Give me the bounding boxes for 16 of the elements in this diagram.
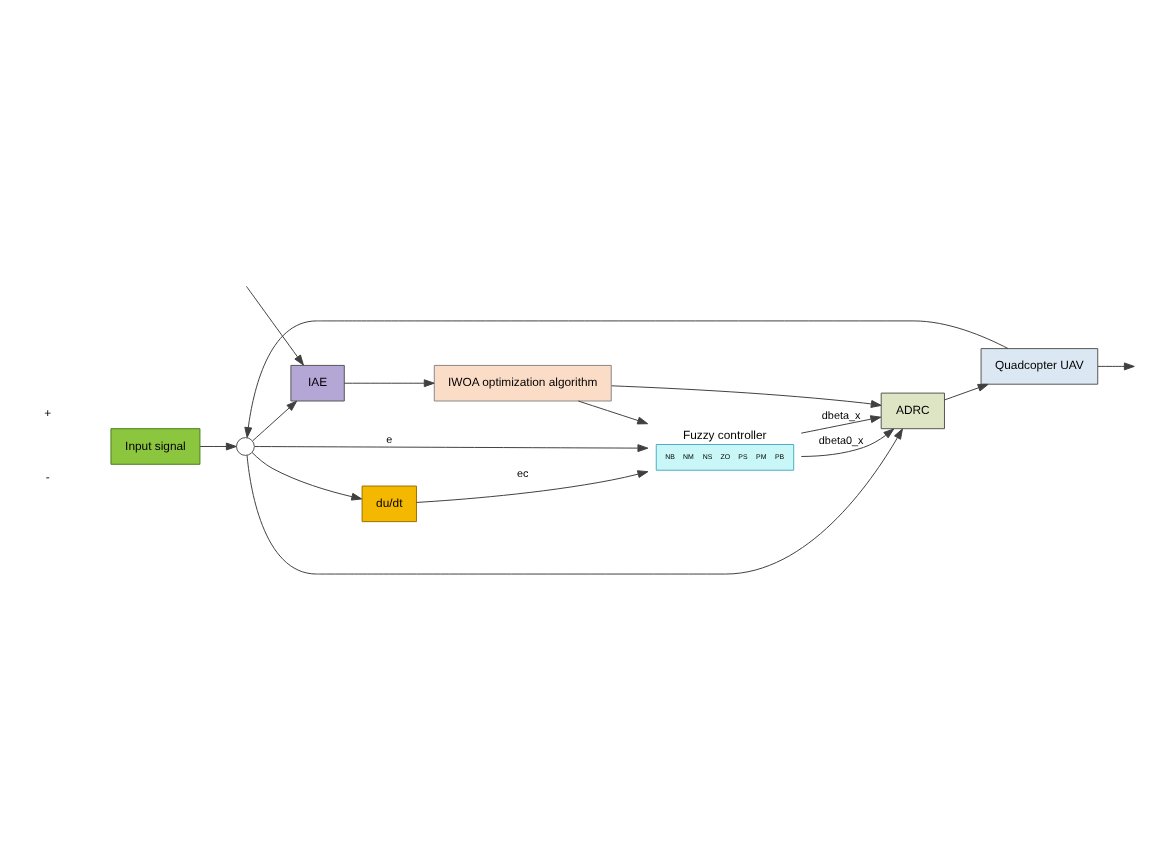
arrow xyxy=(254,444,649,453)
node-circle xyxy=(236,437,255,456)
arrow xyxy=(416,470,649,503)
arrow xyxy=(577,400,649,425)
arrow xyxy=(244,320,1009,438)
arrow xyxy=(800,415,882,434)
arrow xyxy=(252,400,298,442)
arrow xyxy=(199,442,237,451)
arrow xyxy=(800,428,895,457)
arrow xyxy=(245,285,304,366)
arrow xyxy=(944,383,989,401)
arrow xyxy=(611,385,882,408)
arrow xyxy=(1097,362,1135,371)
arrow xyxy=(246,428,903,575)
arrow xyxy=(343,379,435,388)
arrow xyxy=(251,452,363,501)
